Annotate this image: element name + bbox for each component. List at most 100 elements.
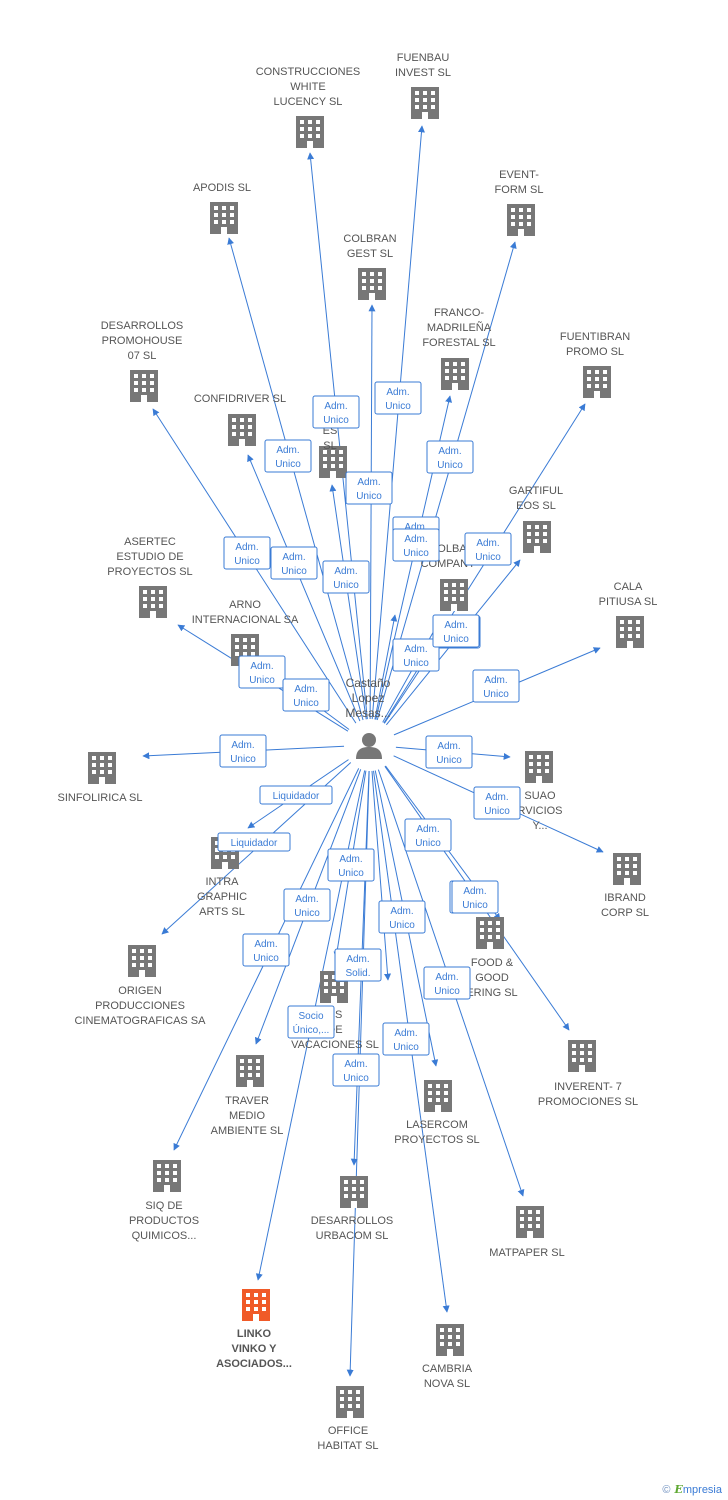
- building-icon: [613, 853, 641, 885]
- edge-label-box: [423, 966, 471, 1000]
- company-label: CALA: [614, 581, 643, 593]
- building-icon: [525, 751, 553, 783]
- edge-label-text: Unico: [253, 953, 279, 964]
- edge-label-cala-pitiusa[interactable]: Adm.Unico: [472, 669, 520, 703]
- company-node-suao-servicios[interactable]: SUAORVICIOSY...: [517, 751, 563, 832]
- company-label: ERING SL: [466, 987, 517, 999]
- company-label: IBRAND: [604, 892, 646, 904]
- company-node-event-form[interactable]: EVENT-FORM SL: [495, 169, 544, 236]
- edge-label-colbar-company[interactable]: Adm. Unico: [392, 638, 440, 672]
- edge-label-construcciones-white[interactable]: Adm.Unico: [312, 395, 360, 429]
- edge-label-confidriver[interactable]: Adm.Unico: [270, 546, 318, 580]
- edge-label-traver[interactable]: Adm.Unico: [283, 888, 331, 922]
- building-icon: [507, 204, 535, 236]
- edge-label-box: [382, 1022, 430, 1056]
- company-node-sinfolirica[interactable]: SINFOLIRICA SL: [58, 752, 143, 804]
- footer-brand[interactable]: ©Empresia: [662, 1483, 722, 1496]
- edge-label-text: Adm.: [386, 387, 409, 398]
- building-icon: [153, 1160, 181, 1192]
- company-node-confidriver[interactable]: CONFIDRIVER SL: [194, 393, 286, 446]
- edge-label-siq[interactable]: Adm.Unico: [242, 933, 290, 967]
- building-icon: [228, 414, 256, 446]
- edge-label-suao-servicios[interactable]: Adm.Unico: [425, 735, 473, 769]
- edge-label-ibrand[interactable]: Adm.Unico: [473, 786, 521, 820]
- edge-label-origen[interactable]: Liquidador: [217, 832, 291, 852]
- edge-label-text: Unico: [333, 580, 359, 591]
- edge-label-text: Adm.: [235, 542, 258, 553]
- edge-label-desarrollos-promohouse[interactable]: Adm.Unico: [223, 536, 271, 570]
- edge-label-text: Adm.: [334, 566, 357, 577]
- edge-label-inverent[interactable]: Adm.Unico: [451, 880, 499, 914]
- edge-label-text: Adm.: [438, 446, 461, 457]
- company-node-siq[interactable]: SIQ DEPRODUCTOSQUIMICOS...: [129, 1160, 199, 1242]
- edge-label-text: Adm.: [404, 644, 427, 655]
- edge-label-colbran-gest[interactable]: Adm.Unico: [345, 471, 393, 505]
- edge-label-asertec[interactable]: Adm.Unico: [238, 655, 286, 689]
- company-label: PROMOHOUSE: [102, 335, 183, 347]
- edge-label-intra-graphic[interactable]: Liquidador: [259, 785, 333, 805]
- edge-label-vacaciones[interactable]: Adm.Unico: [327, 848, 375, 882]
- edge-label-extra-1[interactable]: Adm.Unico: [392, 528, 440, 562]
- edge-label-box: [392, 638, 440, 672]
- company-label: LINKO: [237, 1328, 272, 1340]
- center-person[interactable]: Castaño Lopez Mesas...: [345, 676, 391, 759]
- edge-label-office-habitat[interactable]: Adm.Unico: [332, 1053, 380, 1087]
- edge-label-text: Unico: [323, 415, 349, 426]
- edge-label-lasercom[interactable]: Adm.Unico: [404, 818, 452, 852]
- edge-label-text: Adm.: [394, 1028, 417, 1039]
- edge-label-linko-vinko[interactable]: SocioÚnico,...: [287, 1005, 335, 1039]
- edge-label-fuentibran[interactable]: Adm.Unico: [464, 532, 512, 566]
- edge-label-extra-3[interactable]: Adm.Unico: [382, 1022, 430, 1056]
- edge-line-extra-3: [371, 770, 392, 981]
- edge-label-arno[interactable]: Adm.Unico: [282, 678, 330, 712]
- edge-label-text: Unico: [415, 838, 441, 849]
- edge-label-matpaper[interactable]: Adm.Unico: [423, 966, 471, 1000]
- edge-label-cambria-nova[interactable]: Adm.Unico: [378, 900, 426, 934]
- building-icon: [516, 1206, 544, 1238]
- company-label: VACACIONES SL: [291, 1039, 379, 1051]
- edge-label-apodis[interactable]: Adm.Unico: [264, 439, 312, 473]
- building-icon: [236, 1055, 264, 1087]
- copyright-symbol: ©: [662, 1484, 671, 1496]
- edge-label-extra-2[interactable]: Adm.Unico: [432, 614, 480, 648]
- company-label: QUIMICOS...: [132, 1230, 197, 1242]
- edge-label-text: Unico: [403, 658, 429, 669]
- edge-label-box: [451, 880, 499, 914]
- company-node-matpaper[interactable]: MATPAPER SL: [489, 1206, 565, 1259]
- edge-label-fuenbau[interactable]: Adm.Unico: [374, 381, 422, 415]
- company-label: ASOCIADOS...: [216, 1358, 292, 1370]
- company-node-apodis[interactable]: APODIS SL: [193, 182, 251, 234]
- edge-line-colbran-gest: [368, 304, 376, 720]
- edge-label-desarrollos-urbacom[interactable]: Adm.Solid.: [334, 948, 382, 982]
- edge-label-box: [270, 546, 318, 580]
- edge-label-box: [322, 560, 370, 594]
- edge-line-confidriver: [247, 454, 361, 722]
- edge-label-sinfolirica[interactable]: Adm.Unico: [219, 734, 267, 768]
- edge-label-event-form[interactable]: Adm.Unico: [426, 440, 474, 474]
- building-icon: [523, 521, 551, 553]
- edge-label-ge-technologies[interactable]: Adm. Unico: [322, 560, 370, 594]
- edge-label-box: [238, 655, 286, 689]
